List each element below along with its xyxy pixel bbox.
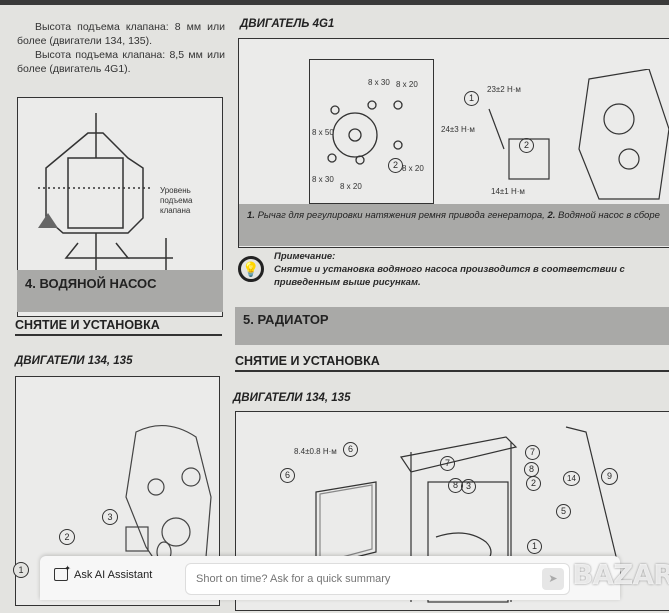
callout: 7 [525, 445, 540, 460]
caption-text: Водяной насос в сборе [555, 210, 660, 221]
note-lightbulb-icon: 💡 [238, 256, 264, 282]
valve-lift-para-2: Высота подъема клапана: 8,5 мм или более… [17, 49, 225, 75]
removal-heading-left: СНЯТИЕ И УСТАНОВКА [15, 318, 160, 332]
divider [235, 370, 669, 372]
engines-heading-left: ДВИГАТЕЛИ 134, 135 [15, 355, 133, 367]
engine-4g1-heading: ДВИГАТЕЛЬ 4G1 [240, 18, 335, 30]
caption-number: 1. [247, 210, 255, 221]
callout-1: 1 [464, 91, 479, 106]
callout-2: 2 [519, 138, 534, 153]
page-top-band [0, 0, 669, 5]
pump-bolt-diagram: 8 x 30 8 x 20 8 x 50 8 x 20 8 x 30 8 x 2… [309, 59, 434, 204]
valve-lift-para-1: Высота подъема клапана: 8 мм или более (… [17, 21, 225, 47]
bazar-watermark-logo: BAZAR [572, 558, 669, 591]
send-icon: ➤ [548, 573, 558, 585]
engines-heading-right: ДВИГАТЕЛИ 134, 135 [233, 392, 351, 404]
section-5-band: 5. РАДИАТОР [235, 307, 669, 345]
torque-label: 23±2 Н·м [487, 85, 521, 94]
ask-ai-button[interactable]: ✦ Ask AI Assistant [54, 564, 153, 581]
pump-drawing [327, 100, 403, 165]
bolt-label: 8 x 30 [312, 175, 334, 184]
section-4-title: 4. ВОДЯНОЙ НАСОС [25, 276, 157, 291]
bolt-label: 8 x 20 [396, 80, 418, 89]
radiator-callouts: 6 6 7 7 8 8 3 2 14 9 5 1 [235, 411, 669, 561]
removal-heading-right: СНЯТИЕ И УСТАНОВКА [235, 354, 380, 368]
callout: 3 [461, 479, 476, 494]
section-5-title: 5. РАДИАТОР [243, 312, 329, 327]
divider [15, 334, 222, 336]
callout: 6 [280, 468, 295, 483]
callout-1: 1 [13, 562, 29, 578]
note-text: Снятие и установка водяного насоса произ… [274, 264, 625, 288]
callout: 1 [527, 539, 542, 554]
caption-number: 2. [547, 210, 556, 221]
callout: 5 [556, 504, 571, 519]
callout-3: 3 [102, 509, 118, 525]
callout: 6 [343, 442, 358, 457]
callout-2: 2 [388, 158, 403, 173]
ai-assistant-bar: ✦ Ask AI Assistant ➤ [40, 556, 620, 600]
torque-label: 14±1 Н·м [491, 187, 525, 196]
callout: 8 [524, 462, 539, 477]
callout-2: 2 [59, 529, 75, 545]
bolt-label: 8 x 30 [368, 78, 390, 87]
radiator-torque-label: 8.4±0.8 Н·м [294, 447, 337, 456]
callout: 14 [563, 471, 580, 486]
figure-caption: 1. Рычаг для регулировки натяжения ремня… [239, 204, 669, 246]
note-title: Примечание: [274, 251, 336, 262]
ai-chat-icon: ✦ [54, 564, 71, 581]
bolt-label: 8 x 20 [340, 182, 362, 191]
ai-question-input[interactable] [185, 563, 570, 595]
engine-block-drawing [488, 69, 669, 200]
send-button[interactable]: ➤ [542, 568, 564, 590]
callout: 7 [440, 456, 455, 471]
water-pump-4g1-figure: 8 x 30 8 x 20 8 x 50 8 x 20 8 x 30 8 x 2… [238, 38, 669, 248]
valve-lift-label: Уровень подъема клапана [160, 186, 193, 215]
torque-label: 24±3 Н·м [441, 125, 475, 134]
section-4-band: 4. ВОДЯНОЙ НАСОС [17, 270, 223, 312]
callout: 9 [601, 468, 618, 485]
bolt-label: 8 x 20 [402, 164, 424, 173]
bolt-label: 8 x 50 [312, 128, 334, 137]
ask-ai-label: Ask AI Assistant [74, 568, 153, 581]
callout: 2 [526, 476, 541, 491]
caption-text: Рычаг для регулировки натяжения ремня пр… [254, 210, 548, 221]
